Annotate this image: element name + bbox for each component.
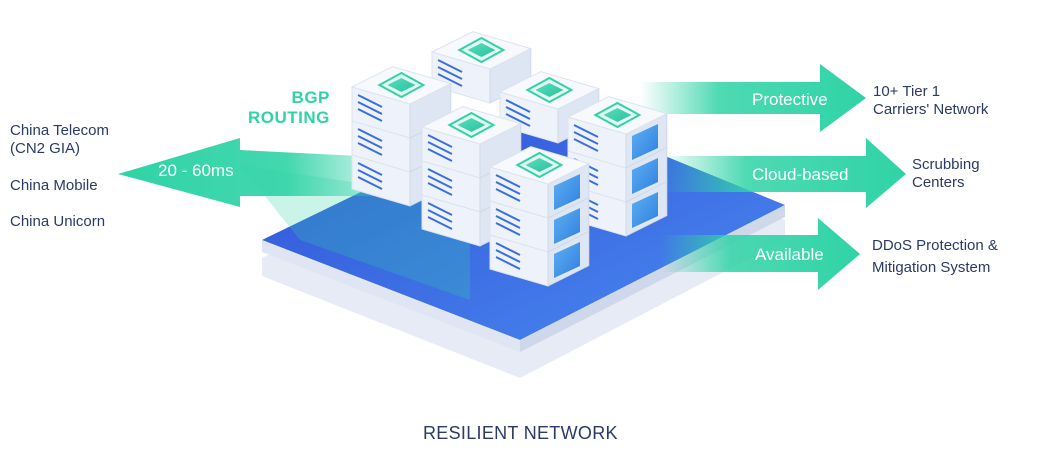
carrier-china-telecom-line2: (CN2 GIA)	[10, 140, 81, 157]
ddos-protection-line2: Mitigation System	[872, 259, 991, 276]
cloud-based-label: Cloud-based	[752, 165, 849, 184]
server-racks	[350, 31, 669, 287]
protective-arrow	[640, 64, 866, 132]
protective-label: Protective	[752, 90, 828, 109]
scrubbing-centers-line1: Scrubbing	[912, 156, 980, 173]
carrier-china-unicorn: China Unicorn	[10, 213, 106, 230]
carrier-china-mobile: China Mobile	[10, 177, 98, 194]
tier1-carriers-label: 10+ Tier 1 Carriers' Network	[873, 83, 988, 119]
available-arrow	[660, 218, 860, 290]
server-unit	[488, 146, 591, 219]
cloud-based-arrow	[660, 138, 906, 208]
ddos-protection-line1: DDoS Protection &	[872, 237, 998, 254]
ddos-protection-label: DDoS Protection & Mitigation System	[872, 235, 998, 279]
bgp-routing-line2: ROUTING	[248, 108, 330, 127]
scrubbing-centers-line2: Centers	[912, 174, 965, 191]
bgp-routing-label: BGP ROUTING	[248, 88, 330, 128]
carrier-china-telecom: China Telecom (CN2 GIA)	[10, 122, 109, 158]
carrier-china-telecom-line1: China Telecom	[10, 122, 109, 139]
bgp-routing-line1: BGP	[291, 88, 330, 107]
latency-label: 20 - 60ms	[158, 161, 234, 180]
tier1-carriers-line1: 10+ Tier 1	[873, 83, 941, 100]
available-label: Available	[755, 245, 824, 264]
scrubbing-centers-label: Scrubbing Centers	[912, 156, 980, 192]
server-unit	[489, 230, 590, 287]
resilient-network-caption: RESILIENT NETWORK	[423, 423, 618, 443]
tier1-carriers-line2: Carriers' Network	[873, 101, 989, 118]
